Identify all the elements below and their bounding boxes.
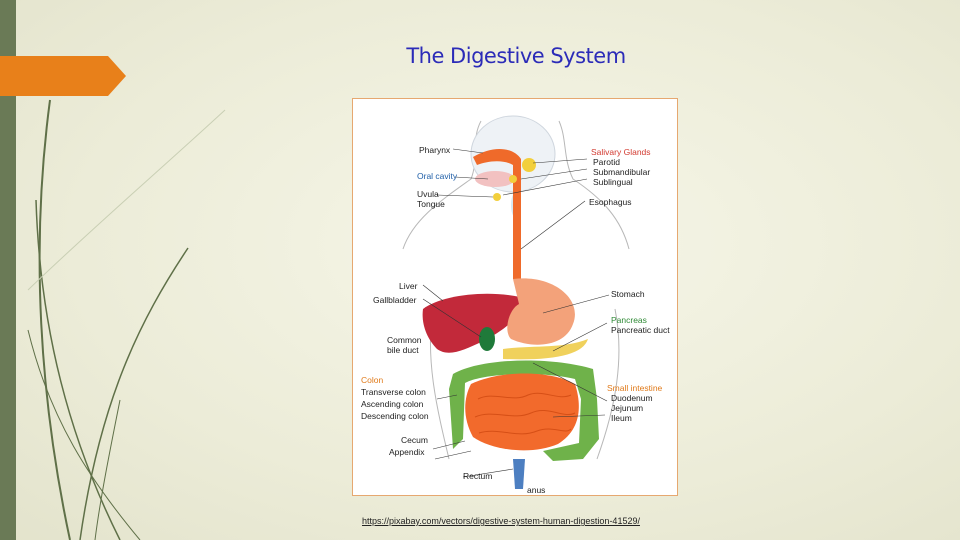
label-bile-duct: bile duct [387, 345, 419, 355]
label-ileum: Ileum [611, 413, 632, 423]
decorative-lines [27, 99, 226, 540]
label-cecum: Cecum [401, 435, 428, 445]
label-jejunum: Jejunum [611, 403, 644, 413]
label-pancreas: Pancreas [611, 315, 647, 325]
label-liver: Liver [399, 281, 418, 291]
source-link[interactable]: https://pixabay.com/vectors/digestive-sy… [362, 516, 640, 526]
label-submandibular: Submandibular [593, 167, 651, 177]
label-anus: anus [527, 485, 546, 495]
orange-accent-tab [0, 56, 126, 96]
label-common: Common [387, 335, 422, 345]
label-pancreatic-duct: Pancreatic duct [611, 325, 670, 335]
label-salivary-glands: Salivary Glands [591, 147, 651, 157]
label-rectum: Rectum [463, 471, 493, 481]
digestive-system-diagram: Pharynx Oral cavity Uvula Tongue Liver G… [352, 98, 678, 496]
label-sublingual: Sublingual [593, 177, 633, 187]
digestive-illustration [402, 115, 630, 489]
label-esophagus: Esophagus [589, 197, 632, 207]
label-gallbladder: Gallbladder [373, 295, 417, 305]
label-small-intestine: Small intestine [607, 383, 663, 393]
label-tongue: Tongue [417, 199, 445, 209]
label-transverse-colon: Transverse colon [361, 387, 426, 397]
label-oral-cavity: Oral cavity [417, 171, 458, 181]
slide-title: The Digestive System [406, 44, 626, 68]
label-ascending-colon: Ascending colon [361, 399, 424, 409]
label-descending-colon: Descending colon [361, 411, 429, 421]
label-duodenum: Duodenum [611, 393, 653, 403]
label-uvula: Uvula [417, 189, 439, 199]
left-accent-bar [0, 0, 16, 540]
label-appendix: Appendix [389, 447, 425, 457]
label-parotid: Parotid [593, 157, 620, 167]
label-pharynx: Pharynx [419, 145, 451, 155]
label-stomach: Stomach [611, 289, 645, 299]
label-colon: Colon [361, 375, 384, 385]
